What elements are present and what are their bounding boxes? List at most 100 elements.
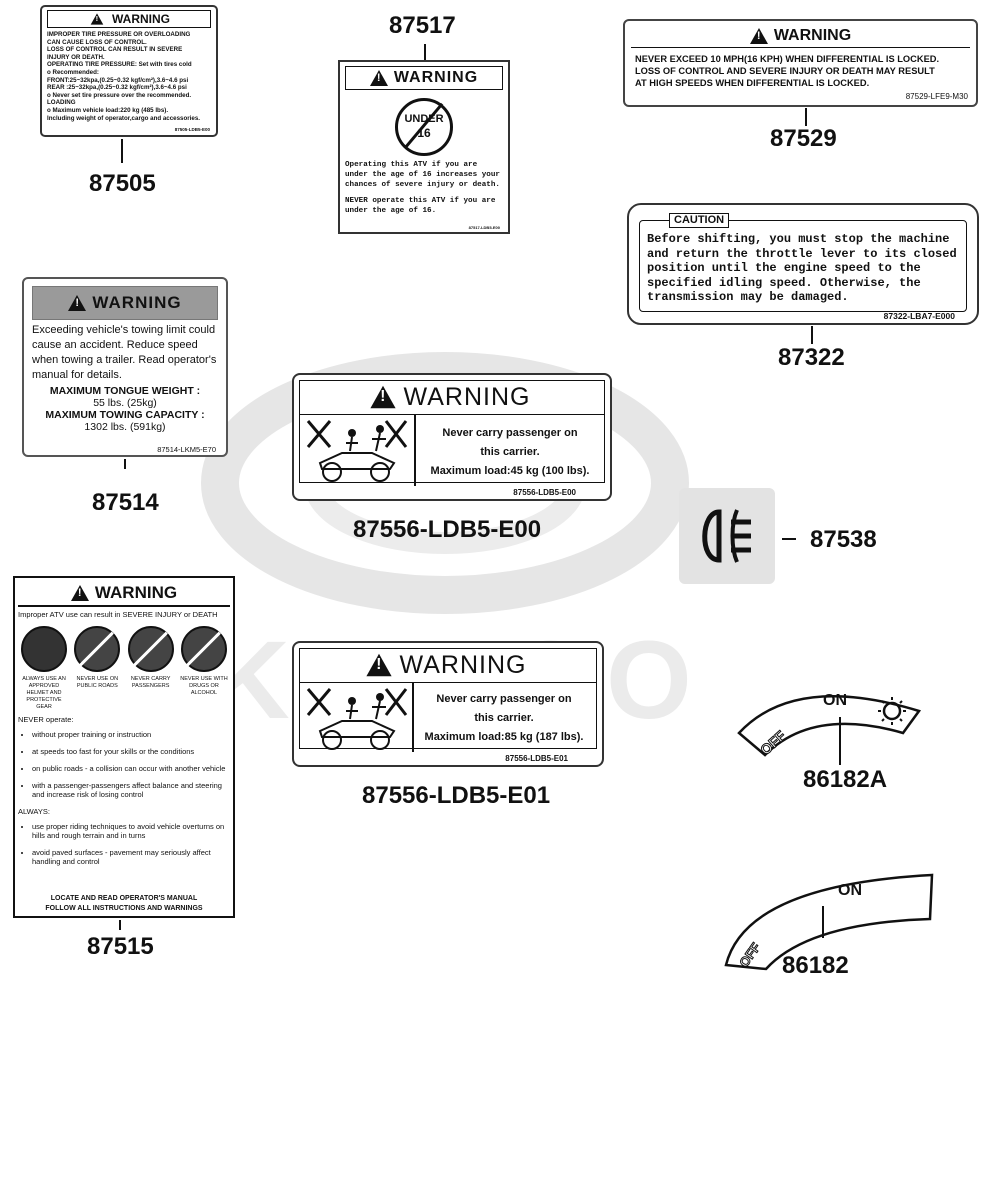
icon-caption: NEVER CARRY PASSENGERS	[130, 676, 171, 689]
warning-triangle-icon	[68, 295, 87, 311]
no-passenger-icon-group: NEVER CARRY PASSENGERS	[125, 626, 177, 711]
no-road-icon-group: NEVER USE ON PUBLIC ROADS	[71, 626, 123, 711]
warning-triangle-icon	[365, 653, 392, 677]
label-87556-e01-line1: Never carry passenger on	[436, 693, 572, 705]
label-87517-text1: Operating this ATV if you are under the …	[345, 161, 500, 189]
label-87556-e01-line2: this carrier.	[474, 712, 534, 724]
partno-87529: 87529	[770, 125, 837, 152]
label-87529: WARNING NEVER EXCEED 10 MPH(16 KPH) WHEN…	[623, 19, 978, 107]
partno-87517: 87517	[389, 12, 456, 39]
warning-triangle-icon	[369, 70, 388, 86]
partno-86182: 86182	[782, 952, 849, 979]
header-text: WARNING	[112, 12, 170, 26]
partno-87556-e01: 87556-LDB5-E01	[362, 782, 551, 809]
partno-87322: 87322	[778, 344, 845, 371]
label-87529-line: NEVER EXCEED 10 MPH(16 KPH) WHEN DIFFERE…	[635, 54, 940, 64]
label-87322-code: 87322-LBA7-E000	[883, 311, 955, 321]
label-87505-line: o Recommended:	[47, 68, 99, 76]
label-86182a: OFF ON	[737, 692, 922, 759]
headlight-icon	[878, 697, 906, 725]
label-87515-header: WARNING	[18, 581, 230, 607]
warning-triangle-icon	[749, 28, 768, 44]
passenger-prohibited-icon	[306, 688, 408, 750]
partno-87515: 87515	[87, 933, 154, 960]
icon-caption: ALWAYS USE AN APPROVED HELMET AND PROTEC…	[22, 676, 66, 710]
label-87556-e00-line1: Never carry passenger on	[442, 427, 578, 439]
age-text: 16	[417, 126, 431, 140]
leader-87517	[424, 44, 426, 61]
towing-capacity-label: MAXIMUM TOWING CAPACITY :	[45, 409, 205, 421]
label-87538	[679, 488, 775, 584]
partno-86182a: 86182A	[803, 766, 888, 793]
rule-item: on public roads - a collision can occur …	[32, 764, 230, 773]
icon-caption: NEVER USE ON PUBLIC ROADS	[76, 676, 119, 689]
label-87529-line: LOSS OF CONTROL AND SEVERE INJURY OR DEA…	[635, 66, 935, 76]
label-87556-e00-frame	[299, 380, 605, 483]
label-87517: WARNING UNDER 16 Operating this ATV if y…	[338, 60, 510, 234]
label-87556-e00-header: WARNING	[299, 380, 605, 415]
label-87505-line: FRONT:25~32kpa,(0.25~0.32 kgf/cm²),3.6~4…	[47, 76, 189, 84]
label-87322-text: Before shifting, you must stop the machi…	[647, 232, 957, 304]
tongue-weight-value: 55 lbs. (25kg)	[93, 397, 157, 409]
warning-triangle-icon	[90, 13, 104, 25]
divider	[412, 683, 414, 752]
label-87505-header: WARNING	[47, 10, 211, 28]
label-87529-header: WARNING	[631, 25, 970, 48]
label-87529-code: 87529-LFE9-M30	[905, 92, 968, 101]
label-87517-text2: NEVER operate this ATV if you are under …	[345, 197, 496, 215]
helmet-icon-group: ALWAYS USE AN APPROVED HELMET AND PROTEC…	[18, 626, 70, 711]
icon-caption: NEVER USE WITH DRUGS OR ALCOHOL	[180, 676, 228, 696]
footer-line1: LOCATE AND READ OPERATOR'S MANUAL	[50, 895, 198, 902]
label-87505-line: LOSS OF CONTROL CAN RESULT IN SEVERE	[47, 46, 183, 54]
fog-lamp-icon	[702, 509, 751, 563]
on-text: ON	[823, 692, 847, 709]
under-16-icon: UNDER 16	[395, 98, 453, 156]
rule-item: avoid paved surfaces - pavement may seri…	[32, 848, 230, 866]
label-87515-icons: ALWAYS USE AN APPROVED HELMET AND PROTEC…	[18, 626, 230, 711]
label-87515: WARNING Improper ATV use can result in S…	[13, 576, 235, 918]
rule-item: without proper training or instruction	[32, 730, 230, 739]
helmet-icon	[21, 626, 67, 672]
label-86182: OFF ON	[724, 873, 934, 970]
leader-86182	[822, 906, 824, 938]
label-87517-code: 87517-LDB5-E00	[468, 225, 500, 230]
leader-87529	[805, 108, 807, 126]
warning-triangle-icon	[369, 385, 396, 409]
label-87505-code: 87505-LDB5-E00	[174, 127, 210, 132]
header-text: WARNING	[393, 69, 479, 86]
label-87556-e01-header: WARNING	[299, 648, 597, 683]
label-87514-header: WARNING	[32, 286, 218, 320]
divider	[414, 415, 416, 486]
leader-87514	[124, 459, 126, 469]
header-text: WARNING	[92, 293, 182, 312]
leader-87322	[811, 326, 813, 344]
label-87322-header: CAUTION	[669, 213, 730, 228]
partno-87538: 87538	[810, 526, 877, 553]
towing-capacity-value: 1302 lbs. (591kg)	[84, 421, 166, 433]
label-87514-code: 87514-LKM5-E70	[157, 445, 216, 454]
header-text: WARNING	[399, 650, 527, 679]
label-87505-line: LOADING	[47, 99, 76, 107]
passenger-prohibited-icon	[306, 420, 408, 482]
label-87556-e01-frame	[299, 648, 597, 749]
label-87556-e00-code: 87556-LDB5-E00	[513, 488, 576, 497]
label-87517-header: WARNING	[345, 66, 503, 90]
label-87529-line: AT HIGH SPEEDS WHEN DIFFERENTIAL IS LOCK…	[635, 78, 870, 88]
label-87556-e01: WARNING Never carry passenger on this ca…	[292, 641, 604, 767]
rule-item: with a passenger-passengers affect balan…	[32, 781, 230, 799]
label-87322: CAUTION Before shifting, you must stop t…	[627, 203, 979, 325]
label-87322-frame	[639, 220, 967, 312]
footer-line2: FOLLOW ALL INSTRUCTIONS AND WARNINGS	[45, 905, 203, 912]
label-87529-body: NEVER EXCEED 10 MPH(16 KPH) WHEN DIFFERE…	[631, 48, 970, 89]
label-87556-e00-line2: this carrier.	[480, 446, 540, 458]
label-87514-text: Exceeding vehicle's towing limit could c…	[32, 324, 217, 381]
label-87505-line: o Maximum vehicle load:220 kg (485 lbs).	[47, 106, 169, 114]
label-87556-e01-line3: Maximum load:85 kg (187 lbs).	[424, 731, 584, 743]
label-87505-line: Including weight of operator,cargo and a…	[47, 114, 201, 122]
tongue-weight-label: MAXIMUM TONGUE WEIGHT :	[49, 385, 201, 397]
label-87505-line: INJURY OR DEATH.	[47, 53, 105, 61]
label-87505-line: REAR :25~32kpa,(0.25~0.32 kgf/cm²),3.6~4…	[47, 84, 187, 92]
label-87556-e00: WARNING Never carry passenger on this ca…	[292, 373, 612, 501]
label-87505-line: OPERATING TIRE PRESSURE: Set with tires …	[47, 61, 192, 69]
